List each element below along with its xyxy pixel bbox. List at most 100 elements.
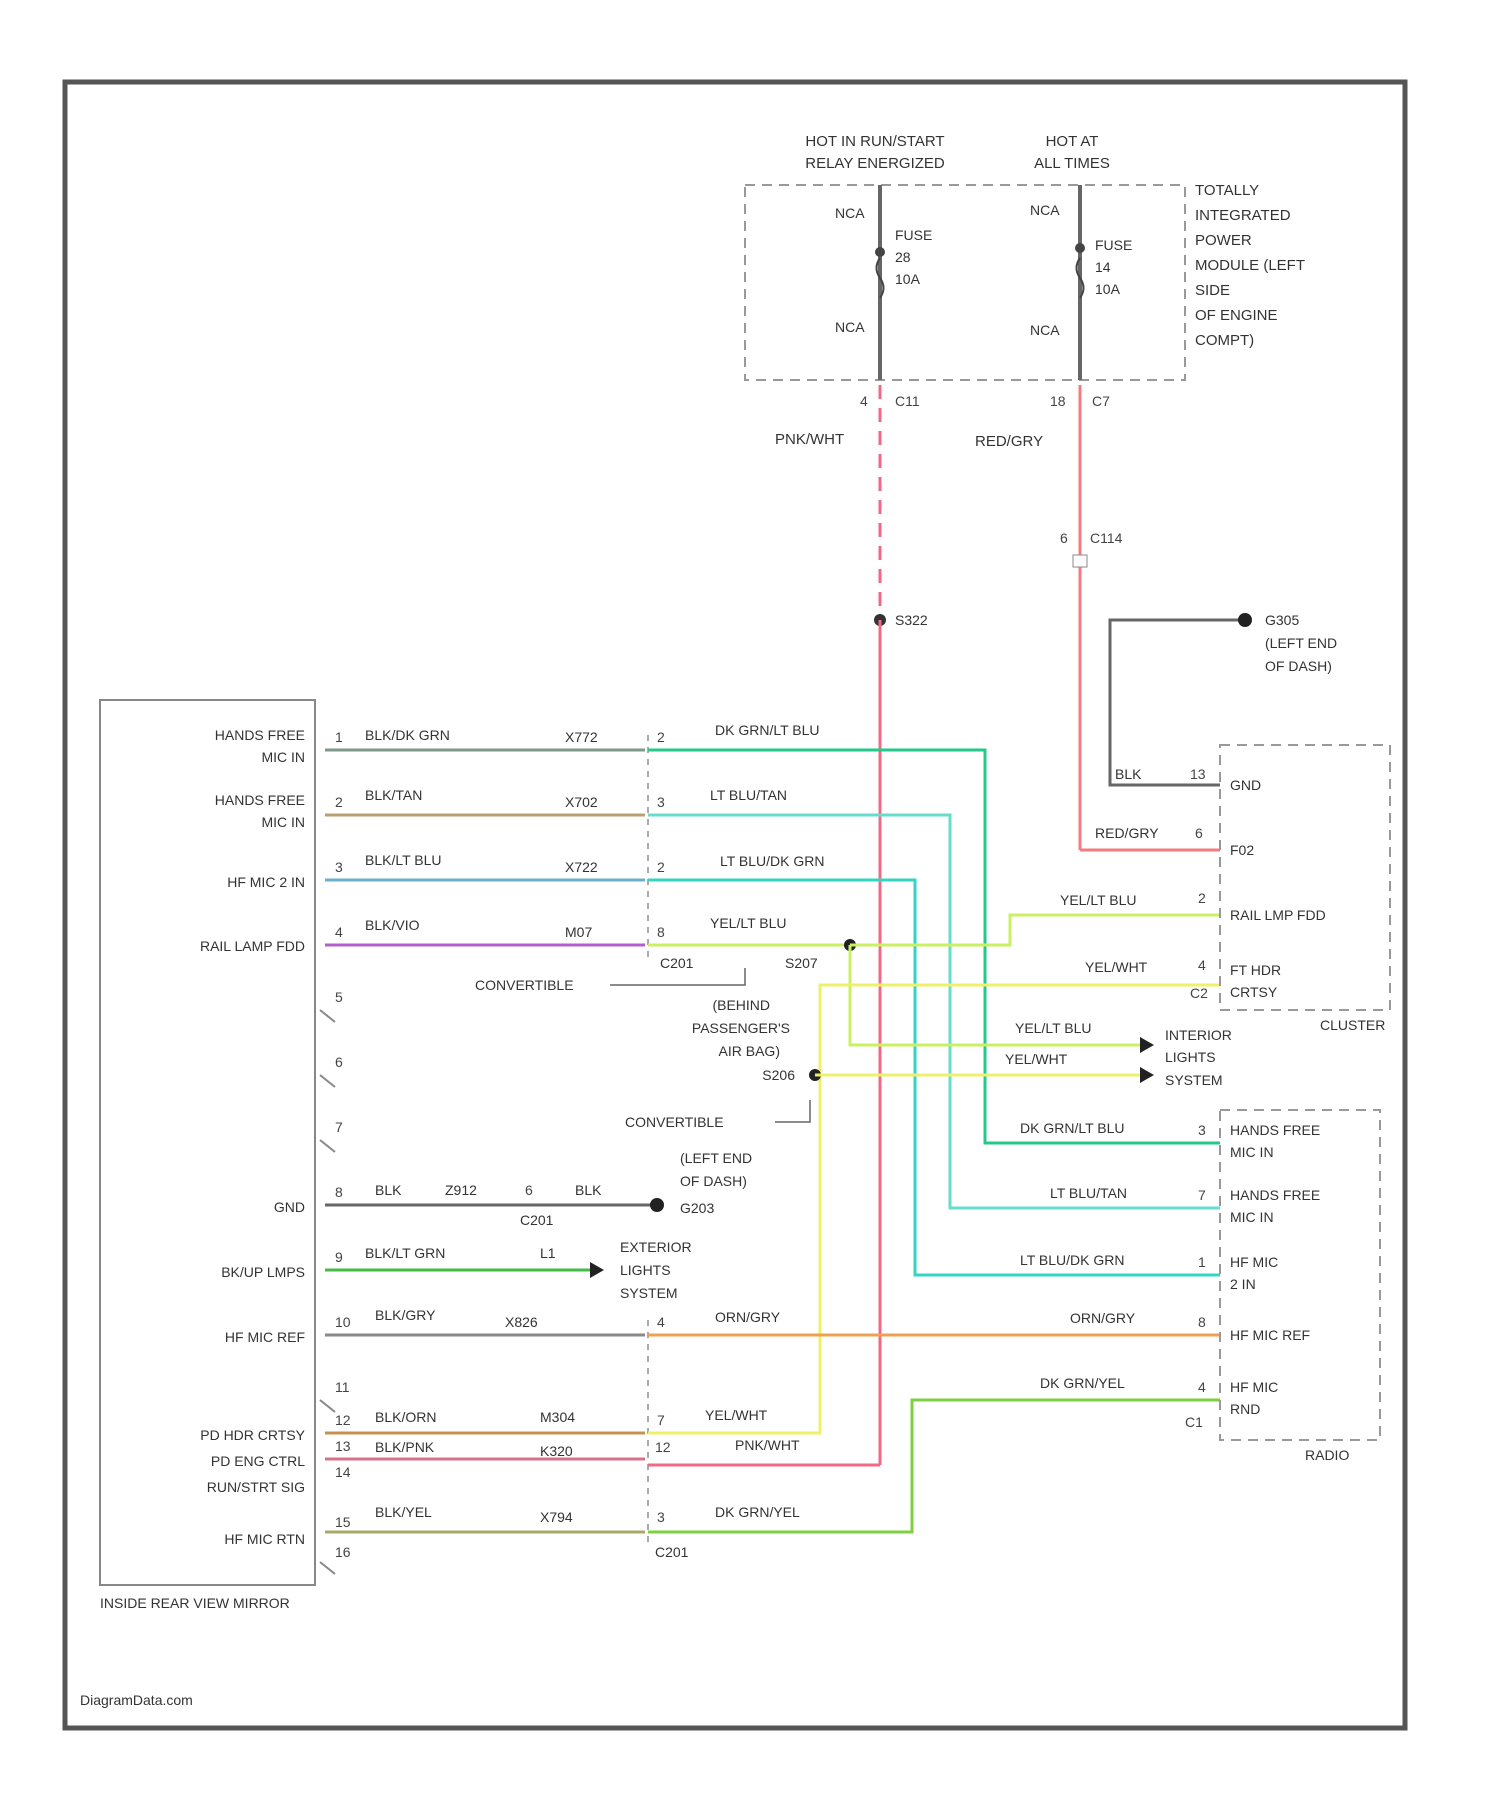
g203-label-1: (LEFT END [680, 1150, 752, 1166]
fuse-left-name-2: 28 [895, 249, 911, 265]
fuse-left-conn: C11 [895, 393, 920, 409]
mirror-pin-10: 10 [335, 1314, 351, 1330]
g305-label-2: (LEFT END [1265, 635, 1337, 651]
wire3-label: BLK/LT BLU [365, 852, 442, 868]
cluster-gnd-wire: BLK [1115, 766, 1142, 782]
tipm-label-7: COMPT) [1195, 332, 1254, 349]
mirror-pin1-label-1: HANDS FREE [215, 727, 305, 743]
fuse-right-nca-top: NCA [1030, 202, 1060, 218]
fuse-left-dot [875, 247, 885, 257]
interior-arrow-2 [1140, 1067, 1154, 1083]
wire4-cpin: 8 [657, 924, 665, 940]
mirror-pin3-label: HF MIC 2 IN [227, 874, 305, 890]
convertible-2-line [775, 1100, 810, 1122]
radio-pin5-label-1: HF MIC [1230, 1379, 1278, 1395]
mirror-pin4-label: RAIL LAMP FDD [200, 938, 305, 954]
mirror-name: INSIDE REAR VIEW MIRROR [100, 1595, 290, 1611]
interior-lights-2: LIGHTS [1165, 1049, 1216, 1065]
wire-lt-blu-dk-grn [648, 880, 1220, 1275]
wire1-out: DK GRN/LT BLU [715, 722, 820, 738]
radio-pin2-num: 7 [1198, 1187, 1206, 1203]
mirror-pd12-label: PD HDR CRTSY [200, 1427, 305, 1443]
wire-red-gry-label: RED/GRY [975, 433, 1043, 450]
gnd-wire2-label: BLK [575, 1182, 602, 1198]
pd13-wire-label: BLK/PNK [375, 1439, 435, 1455]
mirror-pin-14: 14 [335, 1464, 351, 1480]
fuse-right-name-2: 14 [1095, 259, 1111, 275]
cluster-pin-rail-num: 2 [1198, 890, 1206, 906]
mirror-pin-6-tick [320, 1075, 335, 1087]
mirror-pin-11-tick [320, 1400, 335, 1412]
wire1-label: BLK/DK GRN [365, 727, 450, 743]
mirror-hfref-label: HF MIC REF [225, 1329, 305, 1345]
mirror-pin-3: 3 [335, 859, 343, 875]
fuse-right-title-2: ALL TIMES [1034, 155, 1110, 172]
cluster-pin-f02: F02 [1230, 842, 1254, 858]
wire-cluster-gnd [1110, 620, 1245, 785]
bkup-arrow [590, 1262, 604, 1278]
wire4-out: YEL/LT BLU [710, 915, 787, 931]
g203-label-3: G203 [680, 1200, 714, 1216]
fuse-right-pin: 18 [1050, 393, 1066, 409]
radio-pin1-label-1: HANDS FREE [1230, 1122, 1320, 1138]
wire-pnk-wht-label: PNK/WHT [775, 431, 844, 448]
mirror-pin-13: 13 [335, 1438, 351, 1454]
convertible-2: CONVERTIBLE [625, 1114, 724, 1130]
fuse-right-nca-bottom: NCA [1030, 322, 1060, 338]
cluster-wire3-label: YEL/LT BLU [1060, 892, 1137, 908]
tipm-label-6: OF ENGINE [1195, 307, 1278, 324]
mirror-pin-5-tick [320, 1010, 335, 1022]
bkup-ext-1: EXTERIOR [620, 1239, 692, 1255]
mirror-pin-7-tick [320, 1140, 335, 1152]
convertible-1: CONVERTIBLE [475, 977, 574, 993]
wire4-label: BLK/VIO [365, 917, 420, 933]
bkup-wire-label: BLK/LT GRN [365, 1245, 445, 1261]
g305-label-3: OF DASH) [1265, 658, 1332, 674]
tipm-label-5: SIDE [1195, 282, 1230, 299]
wire2-cpin: 3 [657, 794, 665, 810]
interior-lights-3: SYSTEM [1165, 1072, 1223, 1088]
radio-wire3-label: LT BLU/DK GRN [1020, 1252, 1125, 1268]
hfref-circuit: X826 [505, 1314, 538, 1330]
tipm-label-2: INTEGRATED [1195, 207, 1291, 224]
splice-s322-label: S322 [895, 612, 928, 628]
radio-pin5-num: 4 [1198, 1379, 1206, 1395]
radio-name: RADIO [1305, 1447, 1349, 1463]
pd13-circuit: K320 [540, 1443, 573, 1459]
mirror-pin-6: 6 [335, 1054, 343, 1070]
s206-label-4: S206 [762, 1067, 795, 1083]
mirror-run14-label: RUN/STRT SIG [207, 1479, 305, 1495]
mirror-pin-16-tick [320, 1562, 335, 1574]
fuse-left-pin: 4 [860, 393, 868, 409]
mirror-pin-16: 16 [335, 1544, 351, 1560]
radio-pin4-num: 8 [1198, 1314, 1206, 1330]
wire4-circuit: M07 [565, 924, 592, 940]
wire2-out: LT BLU/TAN [710, 787, 787, 803]
wire-yel-lt-blu-cluster [850, 915, 1220, 945]
wire3-circuit: X722 [565, 859, 598, 875]
mirror-pin1-label-2: MIC IN [261, 749, 305, 765]
fuse-left-title-1: HOT IN RUN/START [805, 133, 944, 150]
tipm-label-1: TOTALLY [1195, 182, 1259, 199]
cluster-pin-rail: RAIL LMP FDD [1230, 907, 1326, 923]
wire1-cpin: 2 [657, 729, 665, 745]
cluster-pin-f02-num: 6 [1195, 825, 1203, 841]
cluster-pin-ft-2: CRTSY [1230, 984, 1278, 1000]
hfref-wire-label: BLK/GRY [375, 1307, 436, 1323]
interior-lights-1: INTERIOR [1165, 1027, 1232, 1043]
radio-wire4-label: ORN/GRY [1070, 1310, 1136, 1326]
int-wire-2-label: YEL/WHT [1005, 1051, 1068, 1067]
radio-wire5-label: DK GRN/YEL [1040, 1375, 1125, 1391]
fuse-right-title-1: HOT AT [1046, 133, 1099, 150]
c114-connector [1073, 555, 1087, 567]
mirror-pin-5: 5 [335, 989, 343, 1005]
fuse-right-name-1: FUSE [1095, 237, 1132, 253]
bkup-ext-2: LIGHTS [620, 1262, 671, 1278]
wire3-out: LT BLU/DK GRN [720, 853, 825, 869]
splice-s207-label: S207 [785, 955, 818, 971]
wire2-label: BLK/TAN [365, 787, 422, 803]
cluster-pin-ft-num: 4 [1198, 957, 1206, 973]
watermark: DiagramData.com [80, 1692, 193, 1708]
radio-pin2-label-1: HANDS FREE [1230, 1187, 1320, 1203]
